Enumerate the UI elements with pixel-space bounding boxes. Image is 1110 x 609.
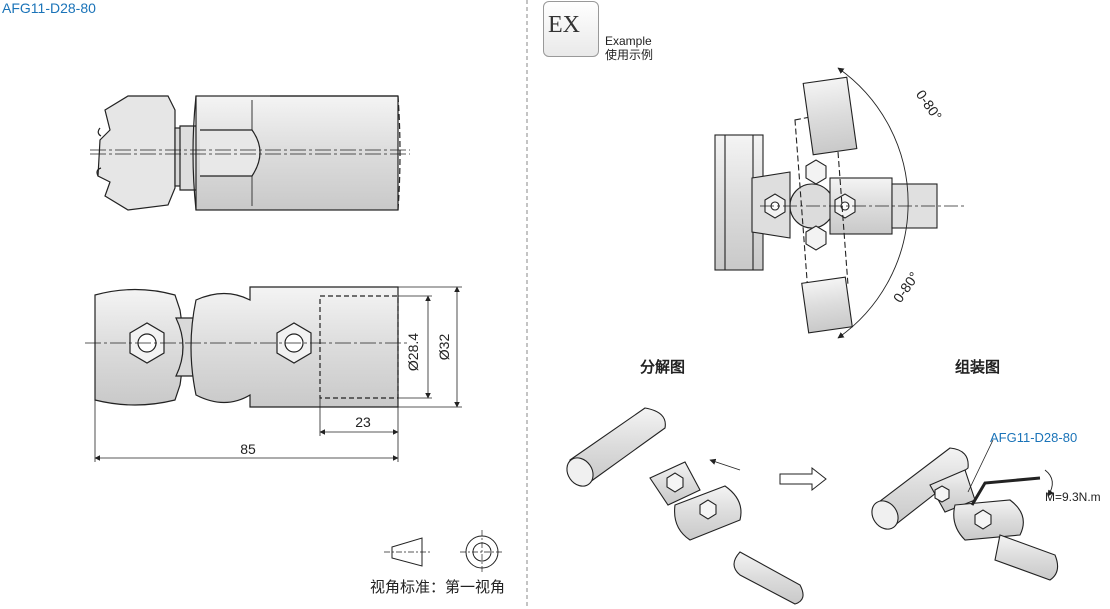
first-angle-projection-symbol [384,530,504,574]
assembly-view [871,439,1059,581]
example-badge-text: EX [548,12,580,38]
exploded-view-label: 分解图 [640,359,686,376]
view-standard-label: 视角标准：第一视角 [370,579,506,596]
drawing-title: AFG11-D28-80 [2,0,96,16]
assembly-part-number: AFG11-D28-80 [990,430,1078,445]
example-rotation-view [714,67,965,339]
dimension-lines [94,286,462,462]
exploded-view [566,407,827,605]
example-label-en: Example [605,34,652,48]
dim-total-length: 85 [240,441,256,457]
top-view [90,95,410,211]
dim-outer-diameter: Ø32 [436,334,452,361]
dim-inner-diameter: Ø28.4 [405,333,421,371]
torque-label: M=9.3N.m [1045,490,1101,504]
example-badge [543,1,599,57]
assembly-view-label: 组装图 [955,359,1001,376]
angle-label-top: 0-80° [913,87,945,124]
example-label-cn: 使用示例 [605,48,654,62]
front-view [85,286,410,408]
dim-insert-depth: 23 [355,414,371,430]
angle-label-bottom: 0-80° [890,269,922,306]
